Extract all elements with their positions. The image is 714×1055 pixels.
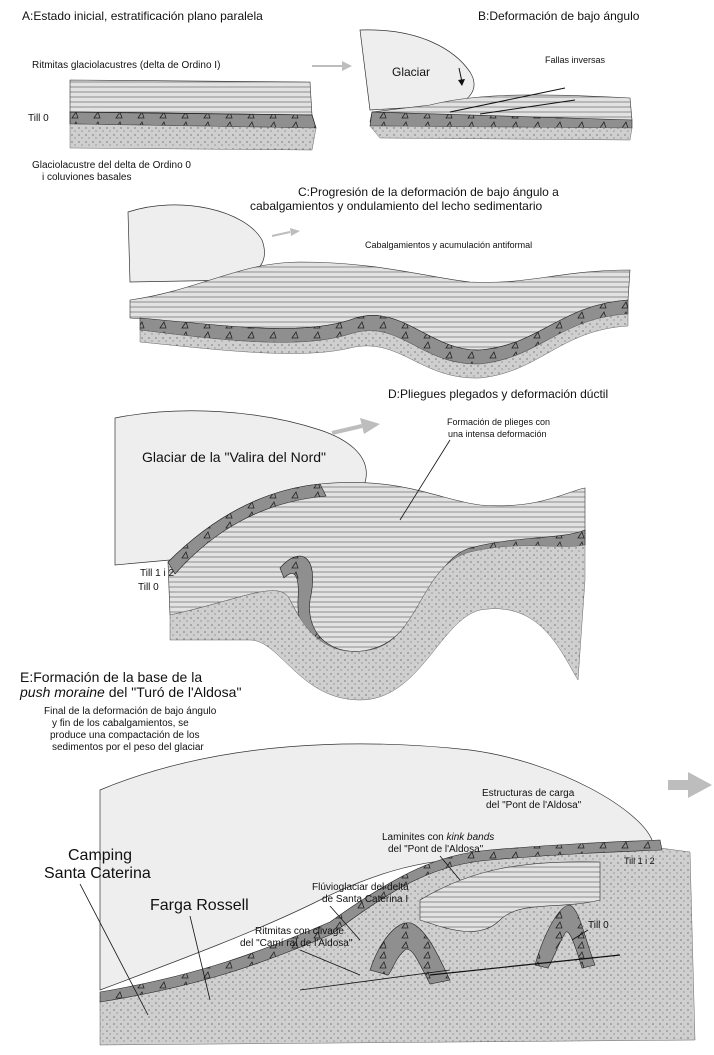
panel-a-strata [70,80,316,150]
label-farga-rossell: Farga Rossell [150,897,249,914]
panel-b-title: B:Deformación de bajo ángulo [478,9,640,23]
panel-b: B:Deformación de bajo ángulo Glaciar Fal… [360,9,640,140]
panel-a-title: A:Estado inicial, estratificación plano … [22,9,263,23]
label-ritmitas-a: Ritmitas glaciolacustres (delta de Ordin… [32,60,220,71]
panel-e: E:Formación de la base de la push morain… [19,669,712,1045]
label-till0-e: Till 0 [588,920,609,931]
arrow-a-to-b [312,61,352,71]
panel-d-title: D:Pliegues plegados y deformación dúctil [388,387,608,401]
panel-d: D:Pliegues plegados y deformación dúctil… [115,387,608,700]
panel-e-title-rest: del "Turó de l'Aldosa" [105,684,242,700]
panel-c: C:Progresión de la deformación de bajo á… [128,185,630,378]
label-glaciolacustre-line2: i coluviones basales [42,172,132,183]
label-laminites-pre: Laminites con [382,832,446,843]
label-cabalgamientos: Cabalgamientos y acumulación antiformal [365,240,532,250]
arrow-c [272,228,300,236]
label-glaciar-b: Glaciar [392,65,430,79]
label-fallas-inversas: Fallas inversas [545,55,606,65]
panel-a: A:Estado inicial, estratificación plano … [22,9,352,183]
label-estructuras-line2: del "Pont de l'Aldosa" [486,800,582,811]
note-line4: sedimentos por el peso del glaciar [52,742,204,753]
label-fluvio-line1: Flúvioglaciar del delta [312,882,409,893]
label-till0-d: Till 0 [138,582,159,593]
label-glaciolacustre-line1: Glaciolacustre del delta de Ordino 0 [32,160,191,171]
label-till0-a: Till 0 [28,113,49,124]
arrow-d [332,418,380,434]
label-camping-line1: Camping [68,847,132,864]
note-line1: Final de la deformación de bajo ángulo [44,706,217,717]
label-laminites-italic: kink bands [446,832,494,843]
label-till12-d: Till 1 i 2 [140,568,175,579]
label-ritmitas-e-line2: del "Camí ral de l'Aldosa" [240,938,353,949]
panel-c-title-line1: C:Progresión de la deformación de bajo á… [298,185,559,199]
label-formacion-line1: Formación de plieges con [447,417,550,427]
panel-e-title-line2: push moraine del "Turó de l'Aldosa" [19,684,241,700]
label-glaciar-valira: Glaciar de la "Valira del Nord" [142,449,326,465]
label-laminites-line1: Laminites con kink bands [382,832,494,843]
label-laminites-line2: del "Pont de l'Aldosa" [388,844,484,855]
panel-e-title-italic: push moraine [19,684,105,700]
label-estructuras-line1: Estructuras de carga [482,788,575,799]
label-camping-line2: Santa Caterina [44,865,151,882]
arrow-e [668,772,712,798]
panel-e-title-line1: E:Formación de la base de la [20,669,202,685]
label-ritmitas-e-line1: Ritmitas con clivage [255,926,344,937]
note-line3: produce una compactación de los [50,730,200,741]
label-fluvio-line2: de Santa Caterina I [322,894,408,905]
panel-c-title-line2: cabalgamientos y ondulamiento del lecho … [250,199,543,213]
label-till12-e: Till 1 i 2 [624,856,655,866]
label-formacion-line2: una intensa deformación [448,429,547,439]
note-line2: y fin de los cabalgamientos, se [52,718,189,729]
